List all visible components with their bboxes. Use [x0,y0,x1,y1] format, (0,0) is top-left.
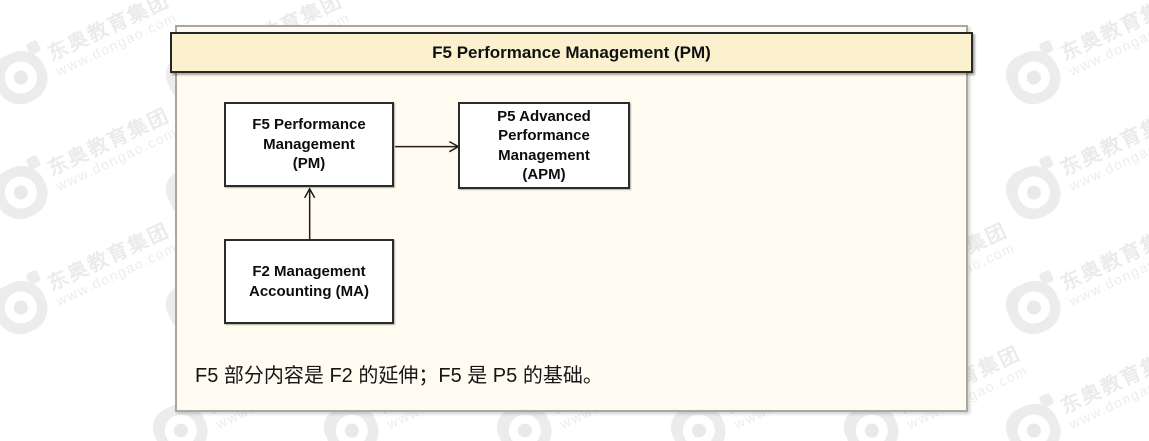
dongao-logo-icon [0,154,56,228]
watermark-brand-text: 东奥教育集团 [44,219,174,296]
watermark-url-text: www.dongao.com [1066,239,1149,310]
watermark-brand-text: 东奥教育集团 [1057,0,1149,66]
dongao-logo-icon [0,269,56,343]
dongao-logo-icon [999,39,1069,113]
watermark-brand-text: 东奥教育集团 [44,104,174,181]
diagram-title: F5 Performance Management (PM) [170,32,973,73]
watermark-url-text: www.dongao.com [1066,9,1149,80]
arrow-f2-to-f5 [303,187,316,242]
logo-tab-shape [1038,269,1055,286]
logo-tab-shape [1038,392,1055,409]
watermark-brand-text: 东奥教育集团 [1057,342,1149,419]
logo-tab-shape [25,39,42,56]
watermark-brand-text: 东奥教育集团 [1057,219,1149,296]
watermark-url-text: www.dongao.com [53,124,180,195]
watermark-brand-text: 东奥教育集团 [44,0,174,66]
note-text: F5 部分内容是 F2 的延伸；F5 是 P5 的基础。 [195,365,603,387]
dongao-logo-icon [999,154,1069,228]
dongao-logo-icon [999,269,1069,343]
watermark-brand-text: 东奥教育集团 [1057,104,1149,181]
watermark-url-text: www.dongao.com [53,9,180,80]
watermark-url-text: www.dongao.com [53,239,180,310]
dongao-logo-icon [0,39,56,113]
logo-tab-shape [25,269,42,286]
watermark-url-text: www.dongao.com [1066,124,1149,195]
arrow-f5-to-p5 [395,140,460,153]
logo-tab-shape [1038,154,1055,171]
logo-tab-shape [1038,39,1055,56]
logo-tab-shape [25,154,42,171]
connector-arrows [303,140,460,242]
dongao-logo-icon [999,392,1069,441]
watermark-url-text: www.dongao.com [1066,362,1149,433]
